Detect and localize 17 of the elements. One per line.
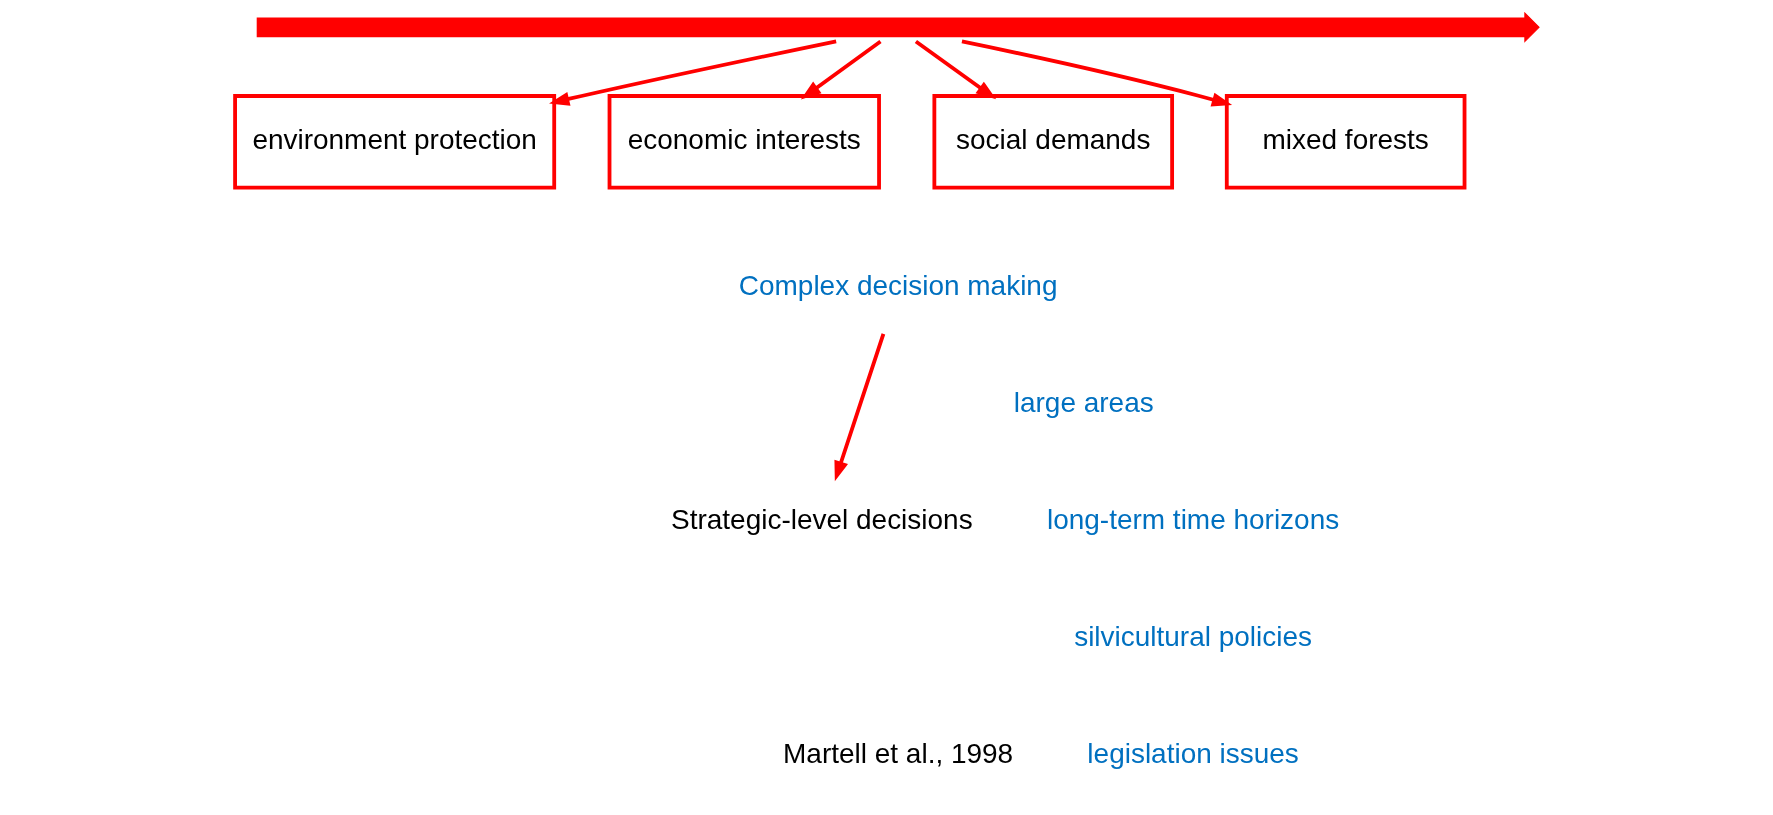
label: legislation issues — [1086, 737, 1299, 769]
arrow — [548, 39, 837, 106]
node-arrow — [256, 11, 1540, 43]
arrow — [961, 39, 1232, 107]
node-box: social demands — [931, 94, 1174, 190]
arrow — [914, 39, 996, 100]
arrow — [800, 39, 882, 100]
node-text: Complex decision making — [738, 270, 1057, 302]
label: Martell et al., 1998 — [782, 737, 1013, 769]
node-box: mixed forests — [1224, 94, 1466, 190]
node-box: environment protection — [232, 94, 556, 190]
node-box: economic interests — [607, 94, 881, 190]
arrow — [833, 333, 885, 482]
node-text: Strategic-level decisions — [670, 504, 973, 536]
label: large areas — [1013, 387, 1154, 419]
label: silvicultural policies — [1073, 621, 1312, 653]
label: long-term time horizons — [1046, 504, 1339, 536]
